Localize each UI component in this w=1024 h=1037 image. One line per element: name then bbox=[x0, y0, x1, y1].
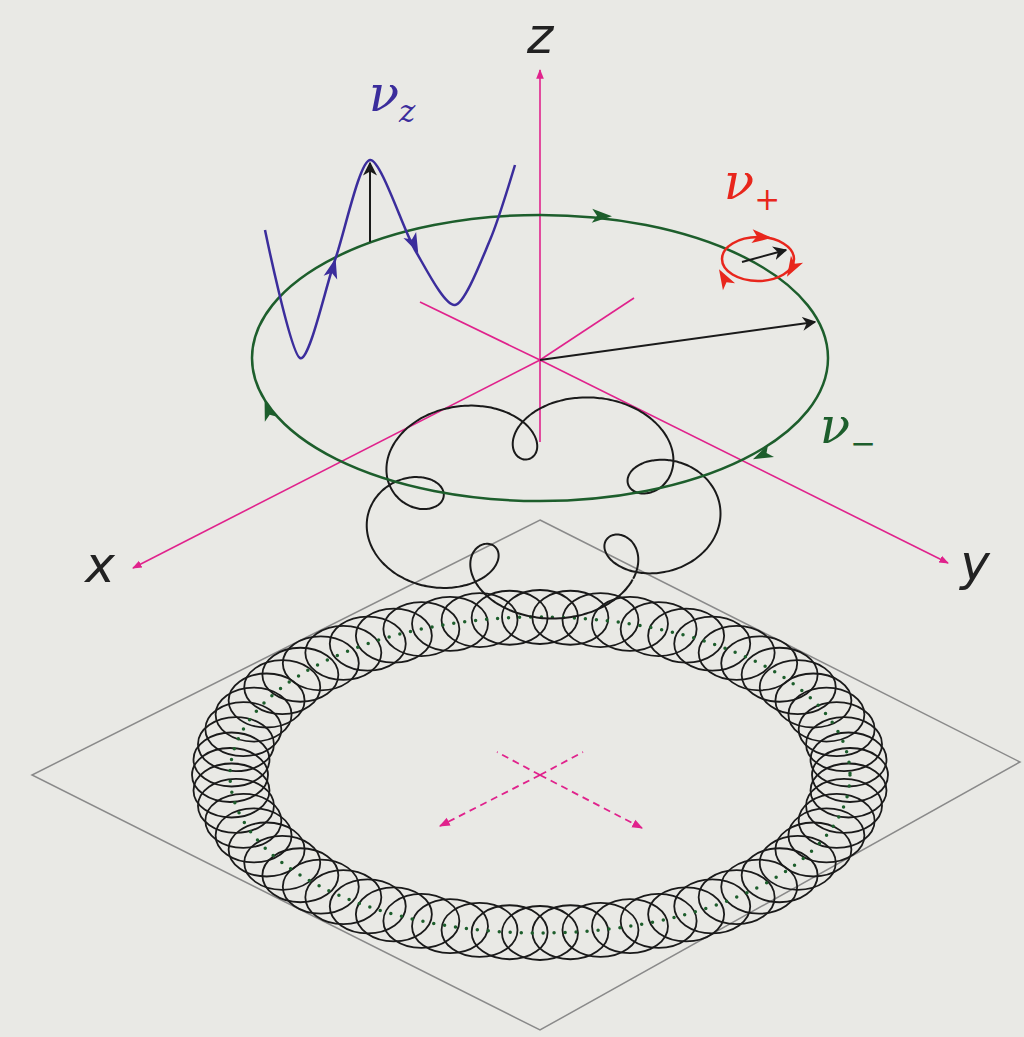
axial-oscillation bbox=[265, 160, 515, 358]
cyclotron-arrowhead bbox=[713, 266, 735, 290]
guiding-center-dots bbox=[230, 617, 850, 933]
projected-axis bbox=[540, 775, 642, 828]
loop bbox=[621, 602, 697, 656]
cyclotron-orbit bbox=[722, 237, 794, 281]
loop bbox=[330, 879, 406, 933]
axis bbox=[133, 360, 540, 568]
loop bbox=[562, 593, 638, 647]
projected-axis bbox=[440, 775, 540, 826]
loop bbox=[283, 636, 359, 690]
loop bbox=[305, 626, 381, 680]
loop bbox=[721, 860, 797, 914]
axis bbox=[539, 360, 541, 442]
magnetron-orbit bbox=[252, 215, 828, 501]
loop bbox=[760, 836, 836, 890]
projection-plane bbox=[32, 520, 1020, 1030]
loop bbox=[198, 717, 274, 771]
wave-arrowhead bbox=[403, 232, 424, 256]
loop bbox=[192, 748, 268, 802]
cyclotron-arrowhead bbox=[751, 229, 772, 245]
frequency-label: ν+ bbox=[724, 157, 780, 215]
projected-axis bbox=[497, 752, 540, 775]
amplitude-vector bbox=[369, 163, 371, 242]
axis bbox=[540, 360, 948, 563]
orbit-arrowhead bbox=[258, 398, 278, 422]
projected-axis bbox=[540, 752, 583, 775]
loop bbox=[262, 648, 338, 702]
orbit-arrowhead bbox=[592, 209, 612, 224]
particle-trajectory bbox=[367, 397, 721, 618]
loop bbox=[356, 609, 432, 663]
wave-arrowhead bbox=[324, 257, 343, 280]
loop bbox=[305, 870, 381, 924]
loop bbox=[442, 903, 518, 957]
loop bbox=[742, 848, 818, 902]
axis-label: z bbox=[527, 11, 553, 61]
loop bbox=[205, 794, 281, 848]
frequency-label: νz bbox=[369, 69, 416, 127]
projected-orbit-loops bbox=[192, 590, 888, 960]
axis-label: x bbox=[85, 540, 115, 590]
cyclotron-arrowhead bbox=[781, 256, 803, 280]
loop bbox=[674, 617, 750, 671]
loop bbox=[775, 674, 851, 728]
axis-label: y bbox=[960, 538, 990, 588]
cyclotron-radius bbox=[742, 250, 786, 262]
radius-vector bbox=[540, 322, 815, 360]
orbit-arrowhead bbox=[750, 444, 774, 465]
loop bbox=[244, 660, 320, 714]
axis bbox=[540, 298, 634, 360]
frequency-label: ν− bbox=[820, 401, 876, 459]
loop bbox=[229, 822, 305, 876]
axis bbox=[420, 302, 540, 360]
loop bbox=[811, 733, 887, 787]
loop bbox=[799, 702, 875, 756]
loop bbox=[412, 899, 488, 953]
loop bbox=[621, 894, 697, 948]
